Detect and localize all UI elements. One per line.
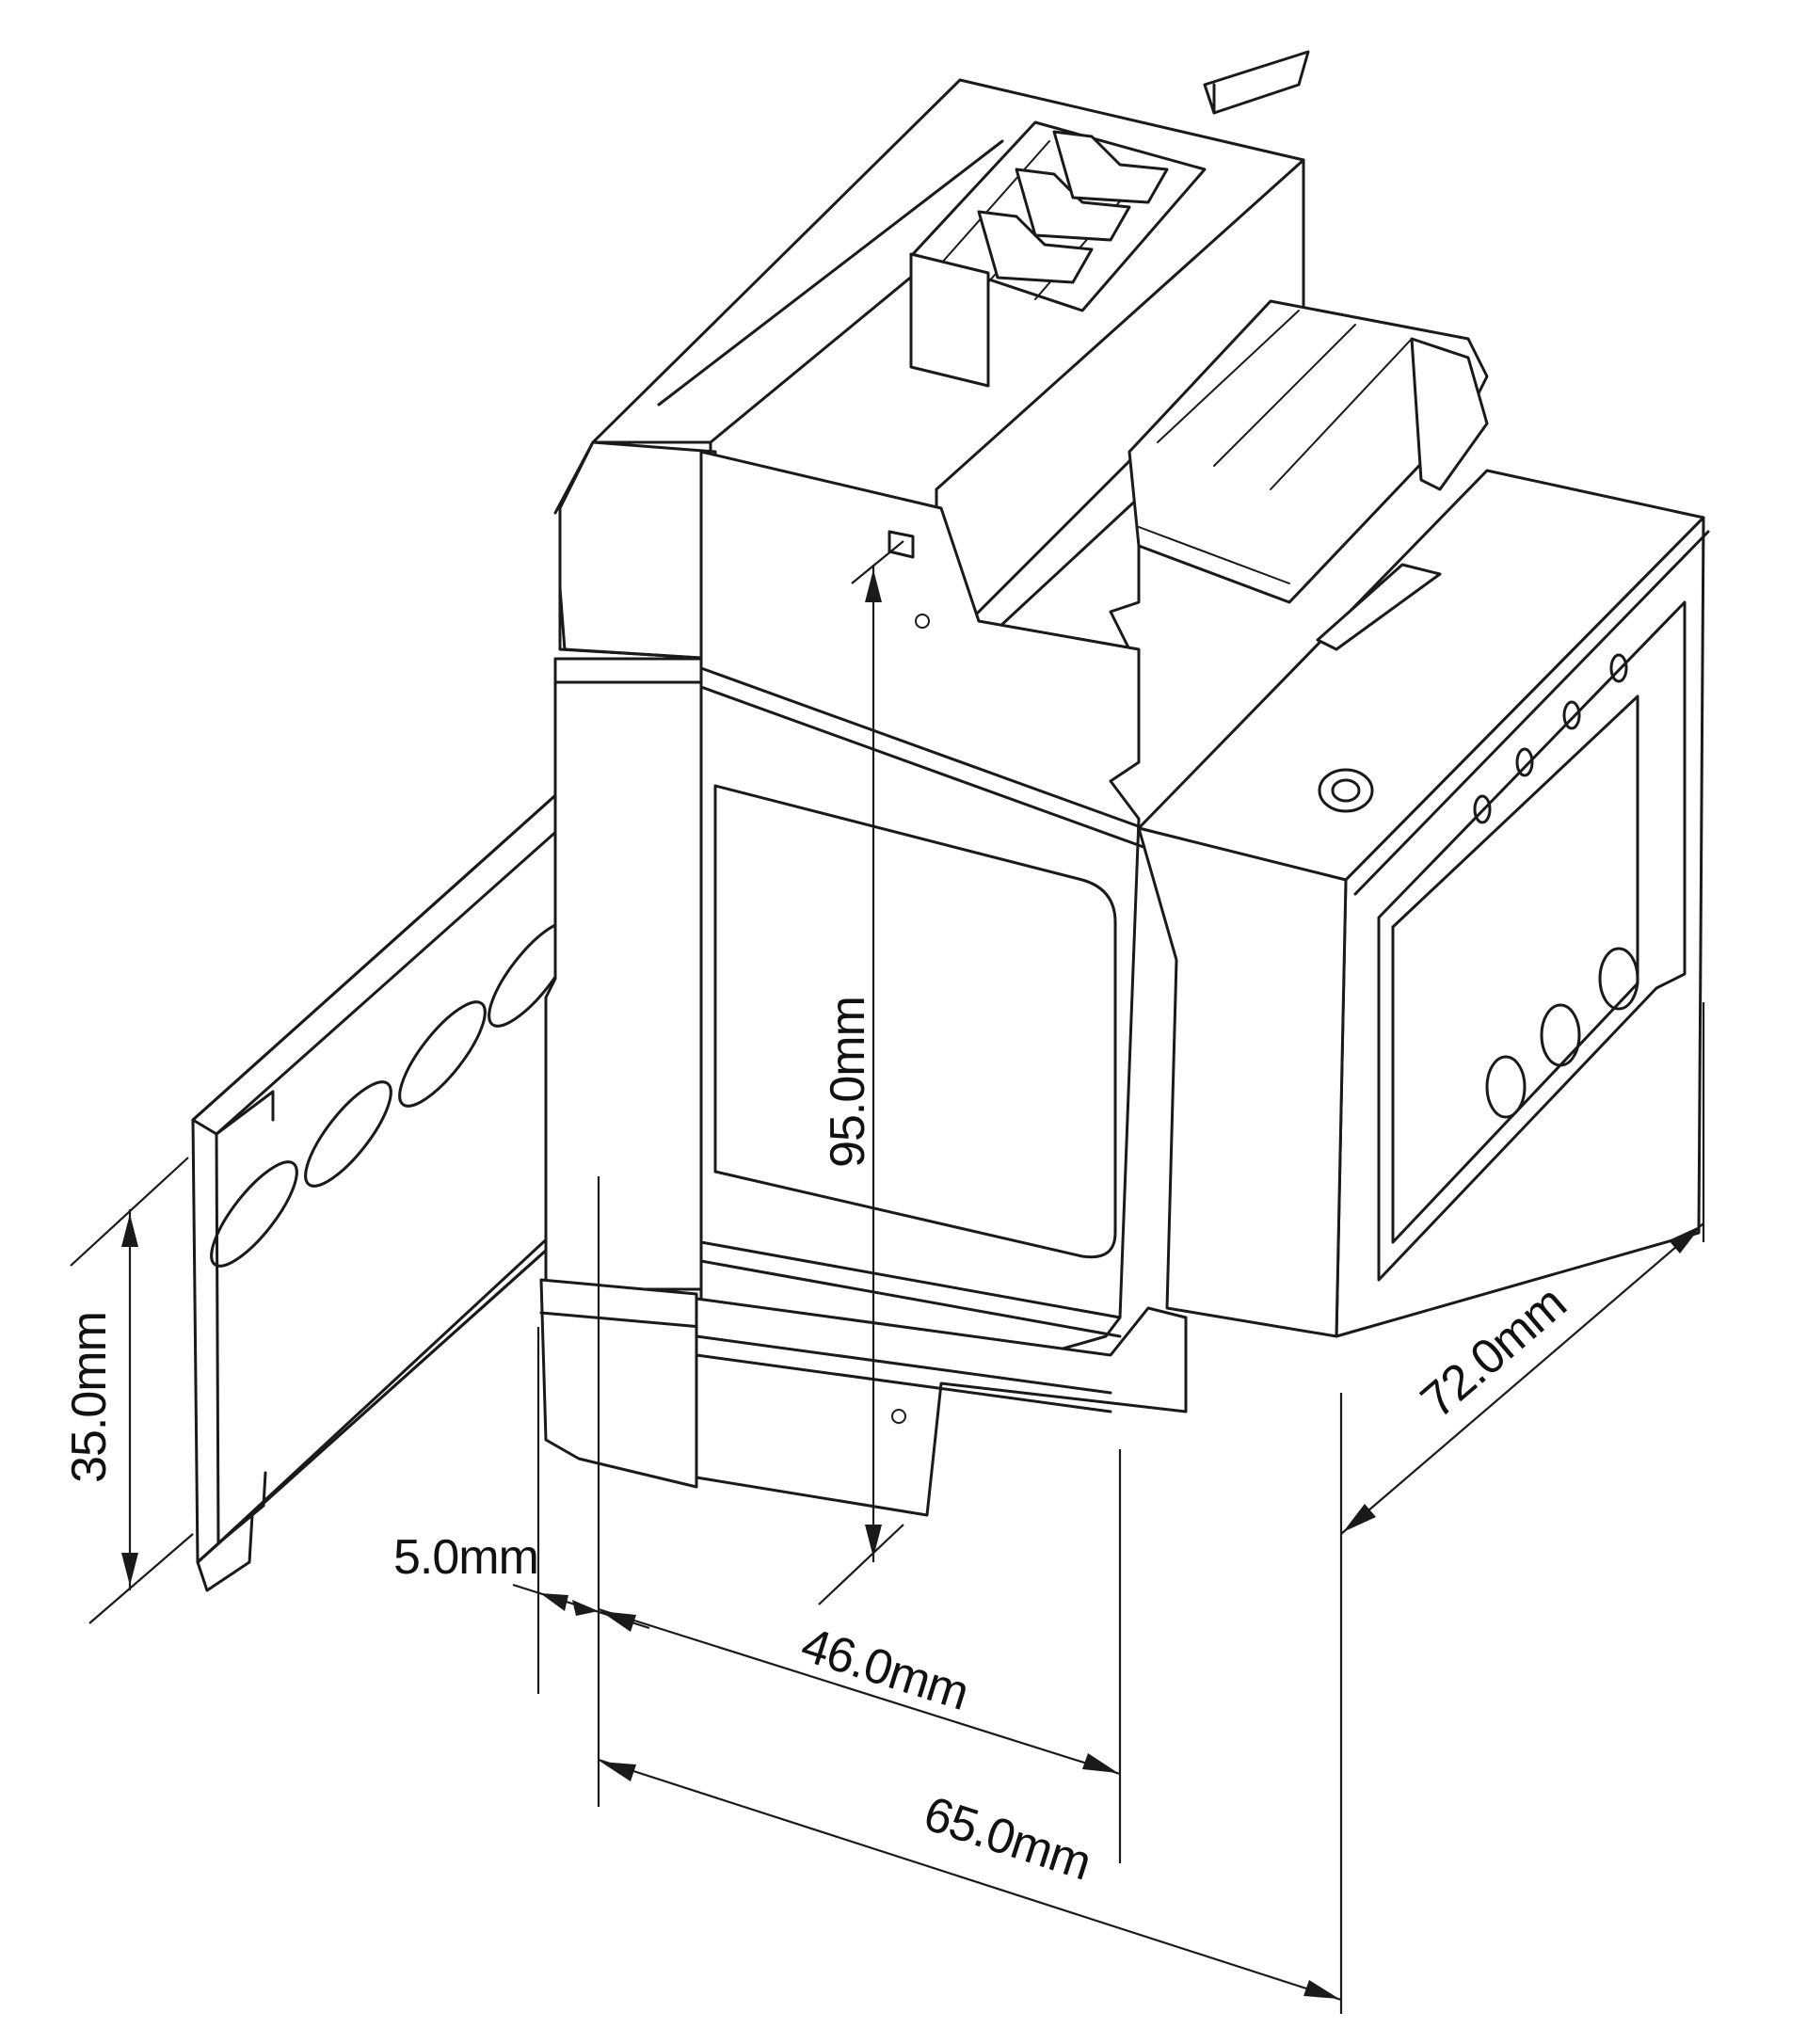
rail-height-label: 35.0mm xyxy=(62,1312,117,1483)
led-indicators xyxy=(1473,653,1628,824)
offset-label: 5.0mm xyxy=(393,1530,538,1585)
front-label-panel xyxy=(713,784,1117,1259)
din-rail xyxy=(191,756,620,1592)
depth-label: 65.0mm xyxy=(918,1786,1097,1891)
top-terminal-block xyxy=(909,50,1310,388)
top-screw xyxy=(1318,768,1374,813)
buttons xyxy=(1485,947,1639,1119)
meter-body xyxy=(539,50,1710,1517)
rail-depth-label: 46.0mm xyxy=(795,1618,975,1721)
dimension-lines xyxy=(70,540,1705,2014)
height-label: 95.0mm xyxy=(821,997,875,1168)
display-window xyxy=(1377,600,1687,1282)
lower-terminal-block xyxy=(1127,299,1489,604)
